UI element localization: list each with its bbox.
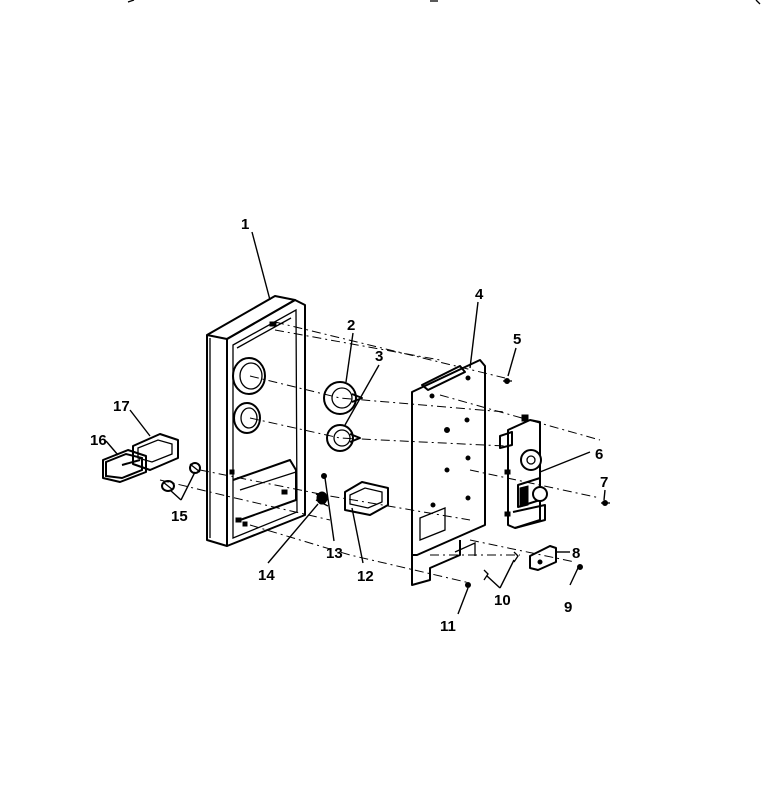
callout-13: 13 bbox=[326, 545, 343, 562]
callout-12: 12 bbox=[357, 568, 374, 585]
callout-14: 14 bbox=[258, 567, 275, 584]
part-screw-top bbox=[503, 378, 512, 384]
part-screw-clip bbox=[577, 564, 583, 570]
part-clips bbox=[483, 551, 519, 581]
callout-1: 1 bbox=[241, 216, 249, 233]
assembly-lines bbox=[159, 321, 601, 584]
part-timer-assembly bbox=[499, 414, 548, 529]
part-screw-small bbox=[321, 473, 327, 479]
callout-17: 17 bbox=[113, 398, 130, 415]
callout-16: 16 bbox=[90, 432, 107, 449]
callout-2: 2 bbox=[347, 317, 355, 334]
callout-10: 10 bbox=[494, 592, 511, 609]
callout-11: 11 bbox=[440, 618, 456, 635]
part-switch-housing bbox=[344, 481, 389, 516]
callout-9: 9 bbox=[564, 599, 572, 616]
part-knob-lower bbox=[326, 424, 361, 452]
callout-4: 4 bbox=[475, 286, 484, 303]
part-screw-right bbox=[601, 500, 610, 506]
callout-15: 15 bbox=[171, 508, 188, 525]
part-bracket-plate bbox=[411, 359, 486, 586]
part-knob-upper bbox=[323, 381, 363, 415]
part-springs-pair bbox=[161, 462, 201, 492]
part-clip-bracket bbox=[529, 545, 557, 571]
part-front-panel bbox=[206, 295, 306, 547]
callout-8: 8 bbox=[572, 545, 580, 562]
callout-7: 7 bbox=[600, 474, 608, 491]
part-screw-bottom bbox=[465, 582, 471, 588]
part-spring bbox=[315, 491, 329, 507]
callout-labels: 1 2 3 4 5 6 7 8 9 10 11 12 13 14 15 16 1… bbox=[90, 216, 608, 635]
callout-5: 5 bbox=[513, 331, 521, 348]
callout-3: 3 bbox=[375, 348, 383, 365]
top-edge-marks bbox=[127, 0, 761, 5]
callout-6: 6 bbox=[595, 446, 603, 463]
part-button-rear bbox=[132, 433, 179, 471]
leader-lines bbox=[105, 231, 606, 615]
